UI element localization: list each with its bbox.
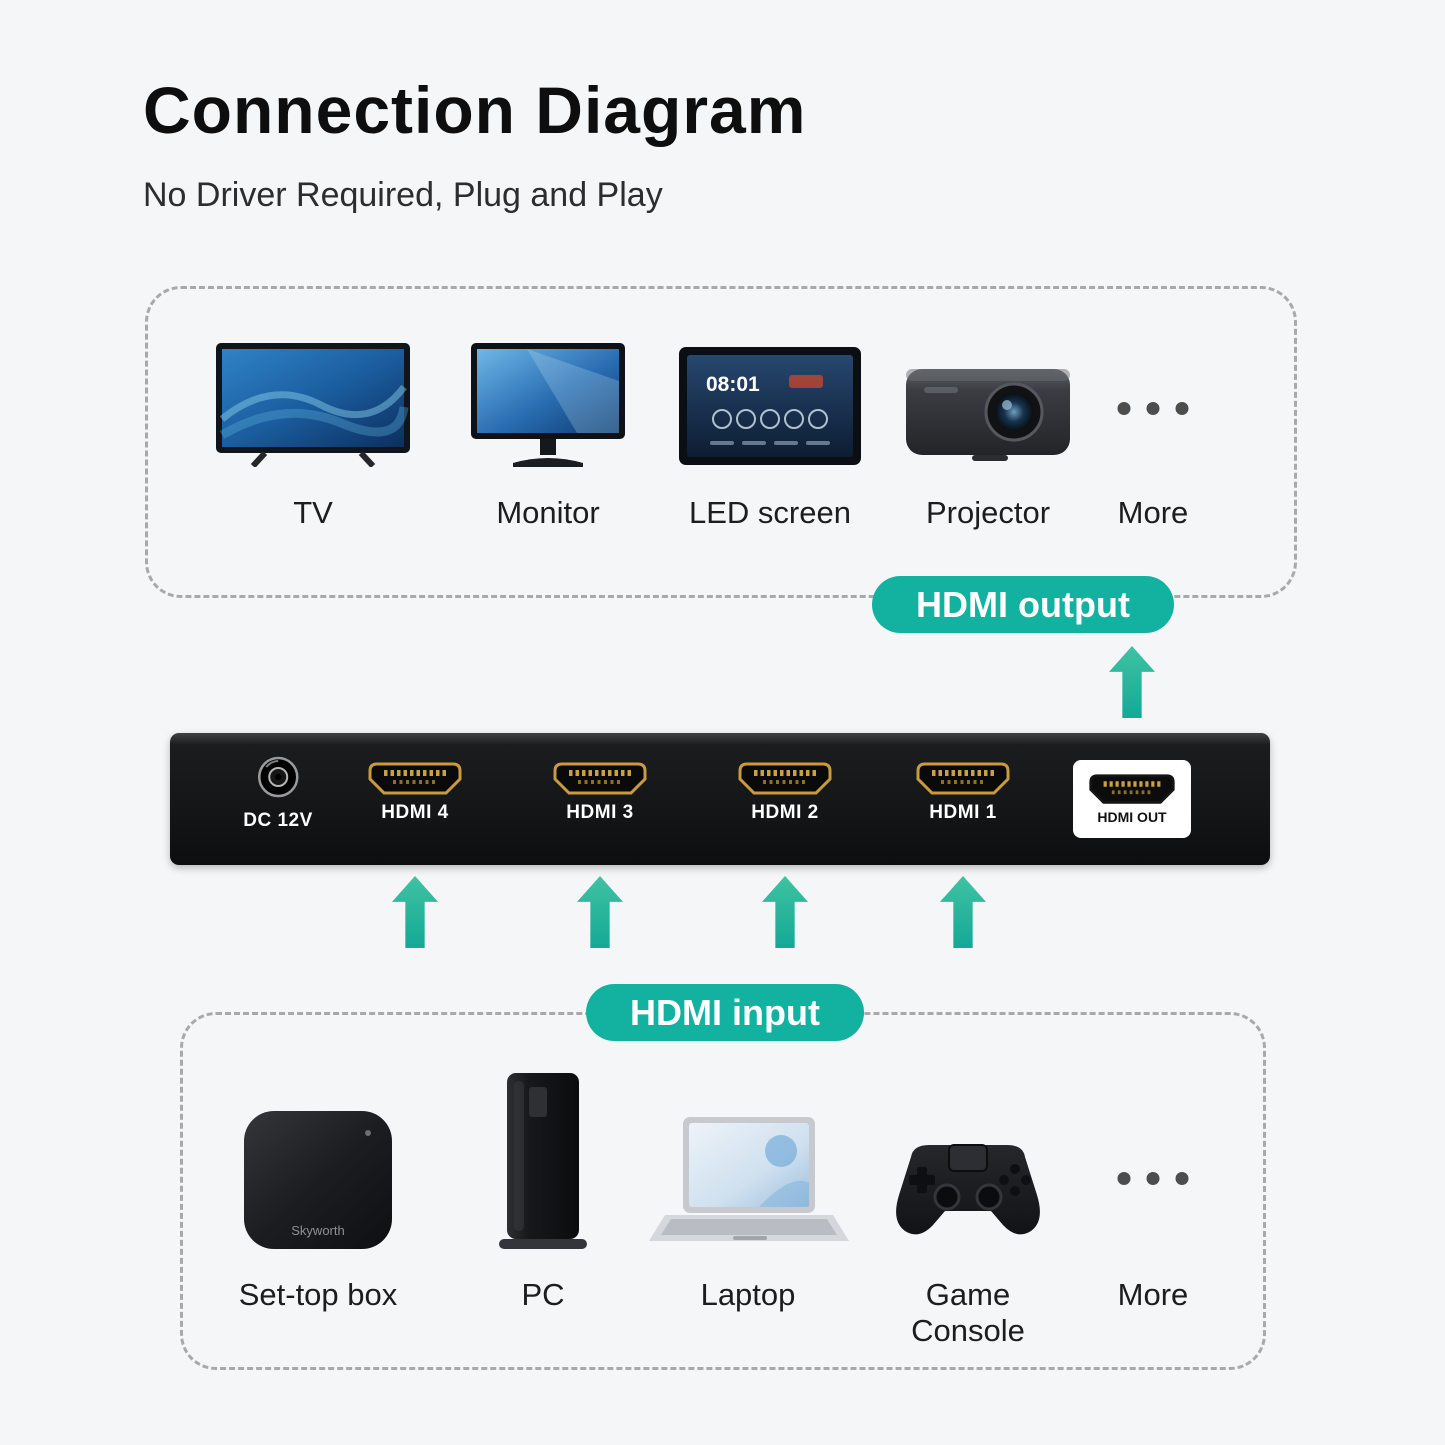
game-console-icon-wrap bbox=[873, 1077, 1063, 1255]
up-arrow-icon bbox=[392, 876, 438, 948]
hdmi-port-icon bbox=[738, 762, 832, 795]
hdmi-out-port-icon bbox=[1089, 774, 1175, 804]
port-label: DC 12V bbox=[243, 810, 313, 831]
up-arrow-icon bbox=[577, 876, 623, 948]
device-item-pc: PC bbox=[487, 1073, 599, 1313]
ellipsis-icon bbox=[1117, 1172, 1189, 1185]
up-arrow-icon bbox=[940, 876, 986, 948]
device-label: PC bbox=[521, 1277, 565, 1312]
hdmi-port-icon bbox=[368, 762, 462, 795]
port-label: HDMI 2 bbox=[751, 802, 819, 823]
up-arrow-icon bbox=[1109, 646, 1155, 718]
hdmi-output-badge: HDMI output bbox=[872, 576, 1174, 633]
ellipsis-icon bbox=[1117, 402, 1189, 415]
pc-icon-wrap bbox=[487, 1073, 599, 1255]
stb-brand-text: Skyworth bbox=[291, 1223, 344, 1238]
port-dc-12v: DC 12V bbox=[243, 749, 313, 832]
tv-icon-wrap bbox=[213, 335, 413, 467]
device-label: Projector bbox=[925, 495, 1051, 530]
header: Connection Diagram No Driver Required, P… bbox=[143, 72, 806, 215]
port-hdmi-3: HDMI 3 bbox=[552, 761, 648, 824]
pc-icon bbox=[499, 1073, 587, 1249]
hdmi-input-badge: HDMI input bbox=[586, 984, 864, 1041]
port-hdmi-1: HDMI 1 bbox=[915, 761, 1011, 824]
projector-icon-wrap bbox=[902, 335, 1074, 467]
port-label: HDMI 4 bbox=[381, 802, 449, 823]
device-item-tv: TV bbox=[213, 335, 413, 531]
device-label: TV bbox=[293, 495, 333, 530]
device-item-laptop: Laptop bbox=[641, 1077, 855, 1313]
set-top-box-icon-wrap: Skyworth bbox=[234, 1077, 402, 1255]
laptop-icon bbox=[649, 1117, 849, 1241]
input-devices-box: Skyworth Set-top box P bbox=[180, 1012, 1266, 1370]
game-console-icon bbox=[896, 1144, 1040, 1235]
port-hdmi-4: HDMI 4 bbox=[367, 761, 463, 824]
up-arrow-icon bbox=[762, 876, 808, 948]
device-item-more-output: More bbox=[1117, 335, 1189, 531]
device-label: Set-top box bbox=[238, 1277, 398, 1312]
tv-icon bbox=[216, 343, 410, 467]
more-dots-wrap bbox=[1117, 1077, 1189, 1255]
dc-power-port-icon bbox=[257, 756, 299, 798]
port-label: HDMI 3 bbox=[566, 802, 634, 823]
device-label: Monitor bbox=[496, 495, 600, 530]
hdmi-switch-device: DC 12V HDMI 4 HDMI 3 HDMI bbox=[170, 733, 1270, 865]
led-screen-icon-wrap: 08:01 bbox=[676, 335, 864, 467]
device-label: Game Console bbox=[911, 1277, 1025, 1348]
port-label: HDMI OUT bbox=[1097, 809, 1167, 825]
projector-icon bbox=[906, 369, 1070, 461]
hdmi-port-icon bbox=[553, 762, 647, 795]
device-label: More bbox=[1117, 495, 1189, 530]
device-item-set-top-box: Skyworth Set-top box bbox=[234, 1077, 402, 1313]
port-hdmi-2: HDMI 2 bbox=[737, 761, 833, 824]
led-screen-icon: 08:01 bbox=[679, 347, 861, 465]
device-item-game-console: Game Console bbox=[873, 1077, 1063, 1348]
laptop-icon-wrap bbox=[641, 1077, 855, 1255]
set-top-box-icon: Skyworth bbox=[244, 1111, 392, 1249]
device-item-monitor: Monitor bbox=[467, 335, 629, 531]
hdmi-port-icon bbox=[916, 762, 1010, 795]
port-label: HDMI 1 bbox=[929, 802, 997, 823]
monitor-icon-wrap bbox=[467, 335, 629, 467]
page-subtitle: No Driver Required, Plug and Play bbox=[143, 176, 663, 214]
port-hdmi-out: HDMI OUT bbox=[1073, 760, 1191, 838]
device-label: Laptop bbox=[700, 1277, 796, 1312]
device-item-projector: Projector bbox=[902, 335, 1074, 531]
device-item-more-input: More bbox=[1117, 1077, 1189, 1313]
device-label: LED screen bbox=[689, 495, 851, 530]
device-item-led-screen: 08:01 LED screen bbox=[676, 335, 864, 531]
device-label: More bbox=[1117, 1277, 1189, 1312]
page-title: Connection Diagram bbox=[143, 73, 807, 147]
led-clock-text: 08:01 bbox=[706, 373, 760, 396]
more-dots-wrap bbox=[1117, 335, 1189, 467]
output-devices-box: TV Monitor bbox=[145, 286, 1297, 598]
monitor-icon bbox=[471, 343, 625, 467]
